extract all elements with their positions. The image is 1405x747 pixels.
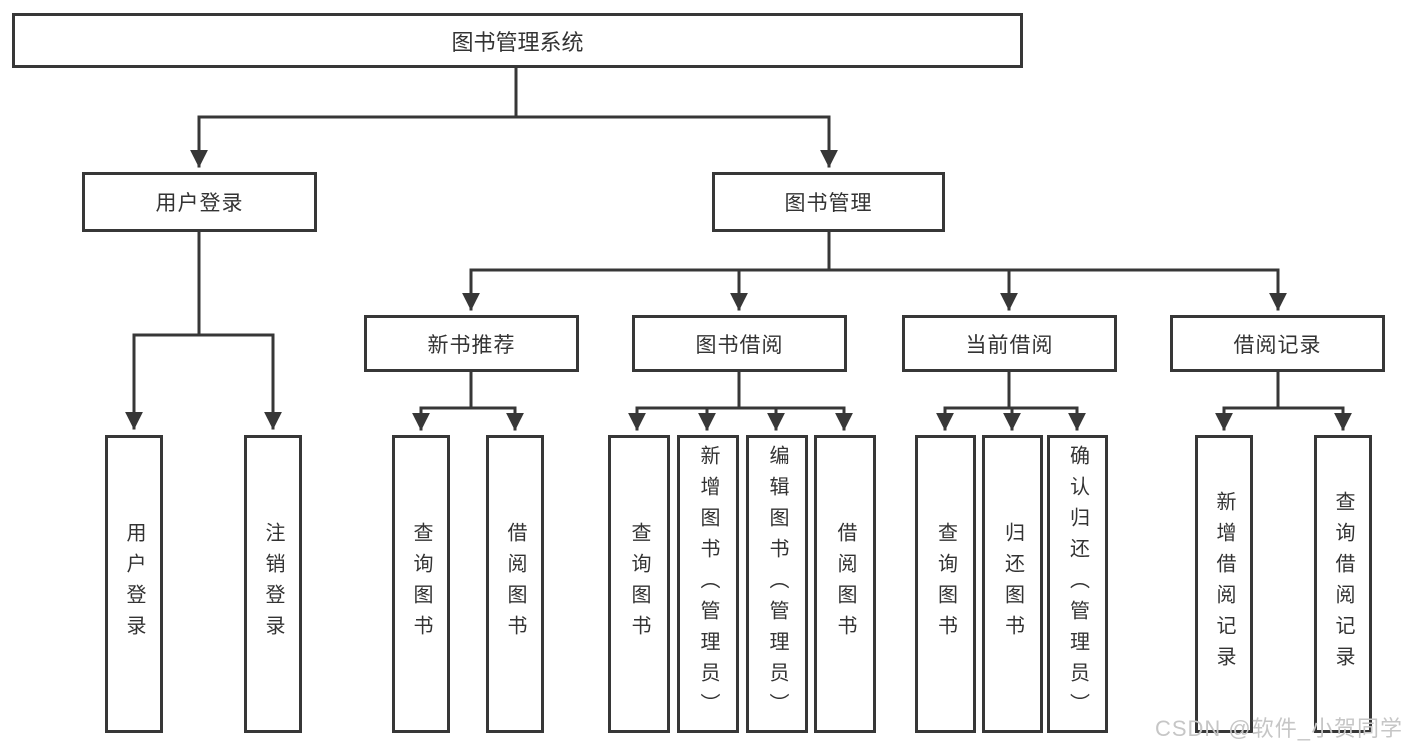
connector-book-management-branch [469, 230, 1280, 272]
connector-root-branch [197, 66, 831, 119]
node-label: 借阅记录 [1233, 333, 1322, 357]
node-current-borrowing: 当前借阅 [902, 315, 1117, 372]
leaf-logout: 注销登录 [244, 435, 302, 733]
node-book-borrowing: 图书借阅 [632, 315, 847, 372]
leaf-query-books-borrowing: 查询图书 [608, 435, 670, 733]
node-label: 查询图书 [410, 522, 432, 646]
connector-book-borrowing-branch [635, 370, 846, 410]
connector-user-login-branch [132, 230, 275, 337]
node-label: 新增图书（管理员） [697, 444, 719, 724]
leaf-query-books-recommend: 查询图书 [392, 435, 450, 733]
node-label: 图书管理 [784, 192, 873, 215]
node-label: 注销登录 [262, 522, 284, 646]
leaf-return-books: 归还图书 [982, 435, 1043, 733]
leaf-add-book-admin: 新增图书（管理员） [677, 435, 739, 733]
connector-borrowing-records-branch [1222, 370, 1345, 410]
node-label: 图书管理系统 [451, 29, 584, 55]
leaf-query-books-current: 查询图书 [915, 435, 976, 733]
node-label: 编辑图书（管理员） [766, 444, 788, 724]
connector-current-borrowing-branch [943, 370, 1079, 410]
node-user-login: 用户登录 [82, 172, 317, 232]
leaf-add-borrow-record: 新增借阅记录 [1195, 435, 1253, 733]
connector-new-book-branch [419, 370, 517, 410]
node-label: 用户登录 [155, 192, 244, 215]
node-label: 图书借阅 [695, 333, 784, 357]
node-label: 当前借阅 [965, 333, 1054, 357]
node-borrowing-records: 借阅记录 [1170, 315, 1385, 372]
node-label: 确认归还（管理员） [1066, 444, 1089, 724]
leaf-edit-book-admin: 编辑图书（管理员） [746, 435, 808, 733]
leaf-user-login: 用户登录 [105, 435, 163, 733]
node-label: 查询借阅记录 [1332, 491, 1354, 677]
node-label: 归还图书 [1001, 522, 1024, 646]
node-library-management-system: 图书管理系统 [12, 13, 1023, 68]
node-label: 新书推荐 [427, 333, 516, 357]
csdn-watermark: CSDN @软件_小贺同学 [1154, 716, 1403, 741]
node-label: 查询图书 [628, 522, 650, 646]
leaf-confirm-return-admin: 确认归还（管理员） [1047, 435, 1108, 733]
node-label: 借阅图书 [504, 522, 526, 646]
node-book-management: 图书管理 [712, 172, 945, 232]
leaf-borrow-books-borrowing: 借阅图书 [814, 435, 876, 733]
node-label: 用户登录 [123, 522, 145, 646]
node-label: 查询图书 [934, 522, 957, 646]
leaf-query-borrow-record: 查询借阅记录 [1314, 435, 1372, 733]
node-new-book-recommend: 新书推荐 [364, 315, 579, 372]
node-label: 新增借阅记录 [1213, 491, 1235, 677]
node-label: 借阅图书 [834, 522, 856, 646]
leaf-borrow-books-recommend: 借阅图书 [486, 435, 544, 733]
